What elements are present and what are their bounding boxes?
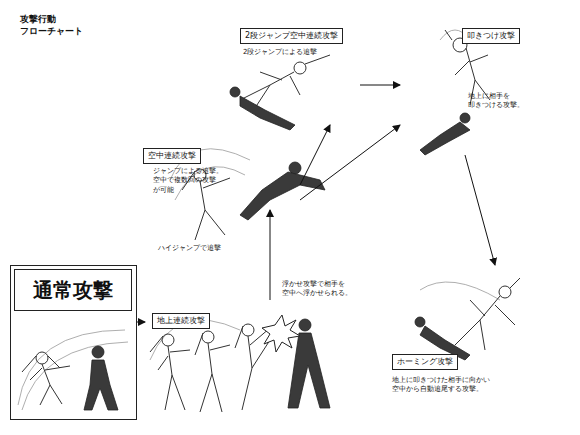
swoosh-lines — [18, 30, 500, 410]
flow-arrow — [465, 155, 495, 265]
flow-arrow — [300, 125, 400, 200]
note-text: 浮かせ攻撃で相手を 空中へ浮かせられる。 — [282, 280, 362, 299]
note-text: 2段ジャンプによる追撃 — [243, 48, 353, 57]
player-figures — [22, 30, 520, 412]
note-text: ジャンプによる追撃。 空中で複数回の攻撃 が可能 — [153, 167, 233, 195]
flow-arrow — [137, 322, 145, 323]
stage-title: 叩きつけ攻撃 — [462, 28, 520, 44]
stage-title: 空中連続攻撃 — [143, 148, 201, 164]
diagram-title: 攻撃行動 フローチャート — [20, 14, 92, 37]
stage-box: ホーミング攻撃 — [380, 265, 550, 425]
stage-box: 叩きつけ攻撃 — [400, 25, 550, 155]
stage-box: 2段ジャンプ空中連続攻撃 — [195, 25, 360, 125]
flow-arrow — [300, 125, 330, 185]
note-text: ハイジャンプで追撃 — [158, 244, 238, 253]
flow-arrow — [270, 210, 271, 300]
impact-burst — [262, 315, 300, 352]
stage-box: 地上連続攻撃 — [145, 300, 345, 420]
enemy-figures — [84, 87, 470, 410]
stage-title: ホーミング攻撃 — [392, 354, 458, 370]
stage-title: 地上連続攻撃 — [152, 313, 210, 329]
main-box: 通常攻撃 — [10, 265, 137, 420]
note-text: 地上に叩きつけた相手に向かい 空中から自動追尾する攻撃。 — [392, 376, 532, 395]
note-text: 地上に相手を 叩きつける攻撃。 — [468, 92, 543, 111]
stage-title: 2段ジャンプ空中連続攻撃 — [240, 28, 343, 44]
main-title: 通常攻撃 — [14, 269, 132, 311]
flow-arrow — [360, 85, 400, 86]
